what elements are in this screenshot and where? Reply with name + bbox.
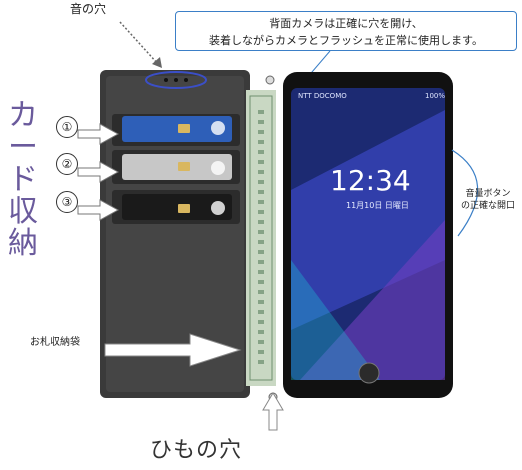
slot-number-3: ③ (56, 191, 78, 213)
bill-storage-label: お札収納袋 (30, 337, 80, 348)
callout-line-1: 背面カメラは正確に穴を開け、 (269, 17, 423, 30)
battery-label: 100% (425, 92, 446, 100)
sound-hole-label: 音の穴 (70, 2, 107, 16)
callout-line-2: 装着しながらカメラとフラッシュを正常に使用します。 (209, 34, 483, 47)
card-storage-label: カ ー ド 収 納 (8, 98, 38, 261)
slot-number-2: ② (56, 153, 78, 175)
card-silver (122, 154, 232, 180)
camera-callout: 背面カメラは正確に穴を開け、 装着しながらカメラとフラッシュを正常に使用します。 (175, 11, 517, 51)
volume-callout-arc (451, 149, 479, 237)
slot-number-1: ① (56, 116, 78, 138)
sound-hole-arrow (119, 21, 162, 68)
strap-arrow (262, 392, 284, 431)
volume-label: 音量ボタン の正確な開口 (460, 189, 515, 211)
phone-clock: 12:34 (330, 164, 411, 197)
carrier-label: NTT DOCOMO (298, 92, 347, 100)
card-black (122, 194, 232, 220)
strap-hole-label: ひもの穴 (150, 438, 243, 463)
bill-arrow (104, 333, 242, 367)
sound-hole-ring (145, 71, 207, 89)
phone-home-button (358, 362, 380, 384)
card-arrows (77, 123, 120, 221)
banknote (246, 90, 276, 386)
phone-date: 11月10日 日曜日 (346, 201, 409, 210)
card-blue (122, 116, 232, 142)
top-strap-hole (265, 75, 275, 85)
